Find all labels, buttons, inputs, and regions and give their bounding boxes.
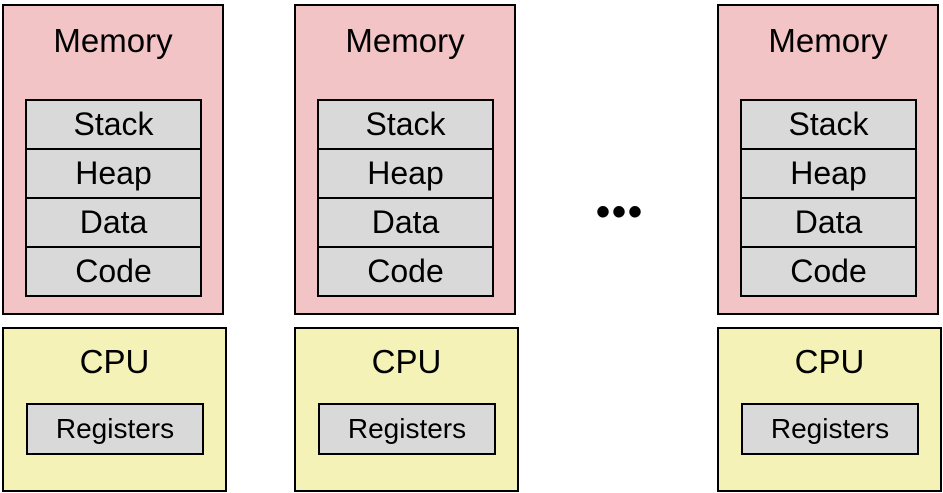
memory-segments: Stack Heap Data Code xyxy=(740,99,917,297)
segment-heap: Heap xyxy=(27,150,200,199)
segment-stack: Stack xyxy=(27,101,200,150)
ellipsis: ••• xyxy=(595,190,644,234)
segment-stack: Stack xyxy=(742,101,915,150)
cpu-label: CPU xyxy=(371,343,442,380)
registers-box: Registers xyxy=(318,403,496,455)
memory-box: Memory Stack Heap Data Code xyxy=(294,4,516,315)
memory-box: Memory Stack Heap Data Code xyxy=(2,4,224,315)
process-column-2: Memory Stack Heap Data Code CPU Register… xyxy=(292,0,522,493)
memory-label: Memory xyxy=(53,22,173,59)
cpu-box: CPU Registers xyxy=(717,327,942,492)
segment-heap: Heap xyxy=(742,150,915,199)
process-column-3: Memory Stack Heap Data Code CPU Register… xyxy=(715,0,943,493)
memory-label: Memory xyxy=(768,22,888,59)
segment-heap: Heap xyxy=(319,150,492,199)
memory-box: Memory Stack Heap Data Code xyxy=(717,4,939,315)
registers-box: Registers xyxy=(26,403,204,455)
segment-data: Data xyxy=(319,199,492,248)
segment-data: Data xyxy=(27,199,200,248)
segment-code: Code xyxy=(790,253,867,289)
cpu-box: CPU Registers xyxy=(2,327,227,492)
registers-box: Registers xyxy=(741,403,919,455)
segment-data: Data xyxy=(742,199,915,248)
segment-code: Code xyxy=(75,253,152,289)
memory-label: Memory xyxy=(345,22,465,59)
memory-segments: Stack Heap Data Code xyxy=(25,99,202,297)
memory-segments: Stack Heap Data Code xyxy=(317,99,494,297)
cpu-label: CPU xyxy=(794,343,865,380)
cpu-box: CPU Registers xyxy=(294,327,519,492)
segment-code: Code xyxy=(367,253,444,289)
cpu-label: CPU xyxy=(79,343,150,380)
segment-stack: Stack xyxy=(319,101,492,150)
process-column-1: Memory Stack Heap Data Code CPU Register… xyxy=(0,0,230,493)
